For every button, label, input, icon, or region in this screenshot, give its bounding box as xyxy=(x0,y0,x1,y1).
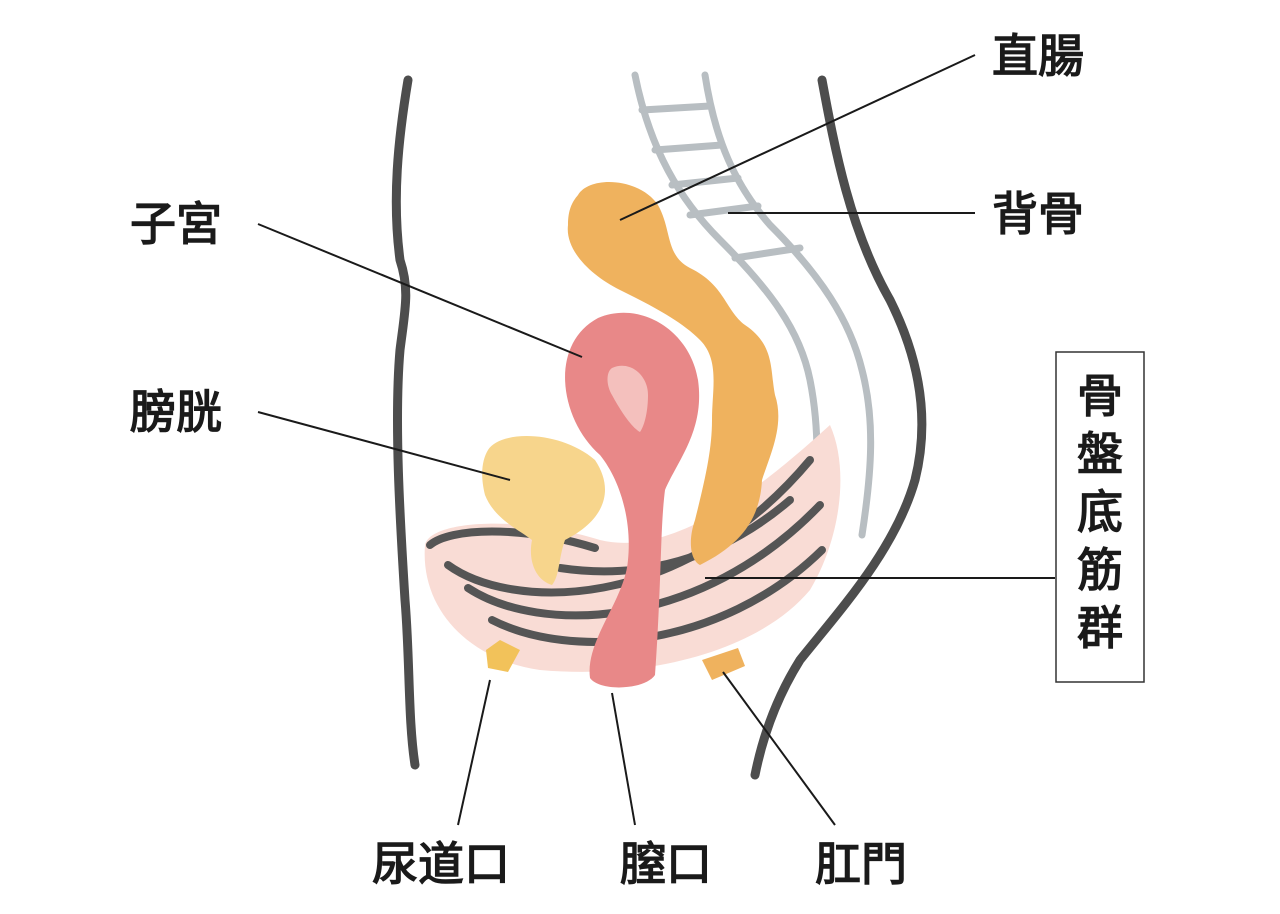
vaginal-opening-label: 膣口 xyxy=(620,837,712,891)
pelvic-floor-label-frame xyxy=(1055,351,1145,683)
uterus xyxy=(565,312,700,688)
pelvic-floor-char-5: 群 xyxy=(1077,601,1123,655)
uterus-leader xyxy=(257,223,583,358)
urethral-opening-leader xyxy=(457,679,491,826)
rectum-label: 直腸 xyxy=(992,29,1084,83)
rectum xyxy=(567,182,779,565)
pelvic-floor-char-1: 骨 xyxy=(1077,369,1123,423)
bladder xyxy=(482,436,605,585)
pelvic-floor-label-box: 骨 盤 底 筋 群 xyxy=(1055,351,1145,683)
pelvic-floor-char-4: 筋 xyxy=(1077,543,1123,597)
anus-label: 肛門 xyxy=(815,837,907,891)
spine-label: 背骨 xyxy=(992,187,1084,241)
urethral-opening-shape xyxy=(486,640,520,672)
uterus-cavity xyxy=(607,365,648,432)
body-front-outline xyxy=(391,75,420,770)
bladder-label: 膀胱 xyxy=(130,385,222,439)
urethral-opening-label: 尿道口 xyxy=(372,837,510,891)
rectum-leader xyxy=(619,54,976,221)
anus-leader xyxy=(722,671,836,826)
uterus-label: 子宮 xyxy=(130,197,222,251)
anus-shape xyxy=(702,648,745,680)
pelvic-floor-char-3: 底 xyxy=(1077,485,1123,539)
body-back-outline xyxy=(750,75,927,780)
pelvic-floor-char-2: 盤 xyxy=(1077,427,1123,481)
vaginal-opening-leader xyxy=(611,692,636,826)
bladder-leader xyxy=(257,411,511,481)
